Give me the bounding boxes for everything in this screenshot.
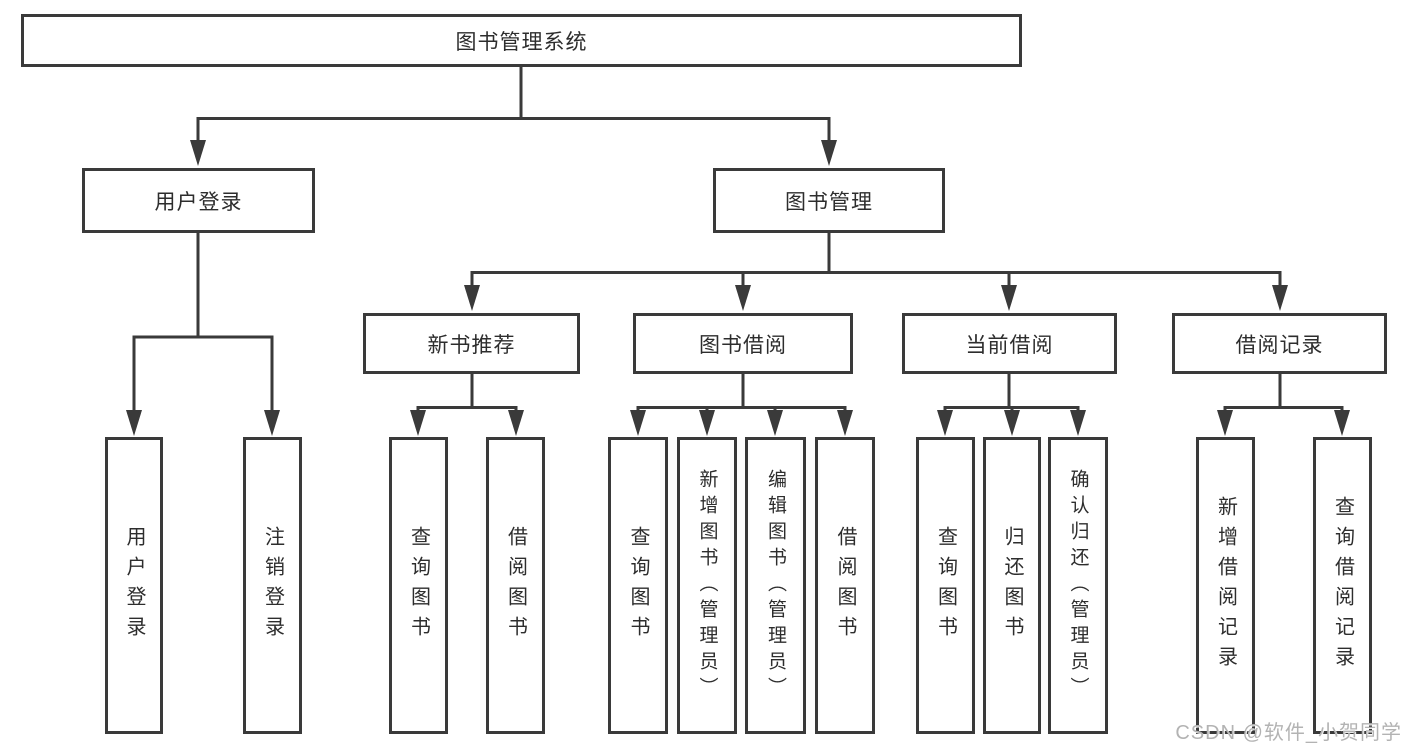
leaf-borrow-books-label: 借阅图书 [834, 525, 856, 646]
node-book-management-label: 图书管理 [785, 190, 873, 214]
node-library-system: 图书管理系统 [21, 14, 1022, 67]
leaf-edit-books-admin: 编辑图书（管理员） [745, 437, 806, 734]
leaf-borrow-books: 借阅图书 [815, 437, 875, 734]
node-book-borrowing-label: 图书借阅 [699, 333, 787, 357]
node-new-book-recommend: 新书推荐 [363, 313, 580, 374]
leaf-add-books-admin-label: 新增图书（管理员） [696, 468, 718, 703]
leaf-query-borrow-record-label: 查询借阅记录 [1331, 495, 1354, 676]
node-book-borrowing: 图书借阅 [633, 313, 853, 374]
leaf-return-books: 归还图书 [983, 437, 1041, 734]
leaf-return-books-label: 归还图书 [1001, 525, 1023, 646]
node-book-management: 图书管理 [713, 168, 945, 233]
leaf-query-borrow-record: 查询借阅记录 [1313, 437, 1372, 734]
leaf-logout-login-label: 注销登录 [261, 525, 284, 646]
leaf-query-books-borrowing: 查询图书 [608, 437, 668, 734]
node-borrowing-records-label: 借阅记录 [1235, 333, 1324, 357]
leaf-query-books-newbook-label: 查询图书 [407, 525, 430, 646]
leaf-user-login-label: 用户登录 [123, 525, 145, 646]
leaf-borrow-books-newbook-label: 借阅图书 [504, 525, 527, 646]
node-library-system-label: 图书管理系统 [455, 30, 588, 54]
leaf-confirm-return-admin-label: 确认归还（管理员） [1067, 468, 1089, 703]
leaf-add-borrow-record: 新增借阅记录 [1196, 437, 1255, 734]
leaf-query-books-borrowing-label: 查询图书 [627, 525, 649, 646]
leaf-edit-books-admin-label: 编辑图书（管理员） [765, 468, 786, 703]
node-current-borrowing: 当前借阅 [902, 313, 1117, 374]
node-user-login: 用户登录 [82, 168, 315, 233]
leaf-query-books-newbook: 查询图书 [389, 437, 448, 734]
leaf-add-books-admin: 新增图书（管理员） [677, 437, 737, 734]
leaf-query-books-current-label: 查询图书 [934, 525, 957, 646]
leaf-confirm-return-admin: 确认归还（管理员） [1048, 437, 1108, 734]
leaf-logout-login: 注销登录 [243, 437, 302, 734]
watermark-text: CSDN @软件_小贺同学 [1175, 722, 1402, 744]
leaf-add-borrow-record-label: 新增借阅记录 [1214, 495, 1237, 676]
node-new-book-recommend-label: 新书推荐 [427, 333, 516, 357]
node-borrowing-records: 借阅记录 [1172, 313, 1387, 374]
leaf-user-login: 用户登录 [105, 437, 163, 734]
node-user-login-label: 用户登录 [154, 190, 243, 214]
node-current-borrowing-label: 当前借阅 [965, 333, 1054, 357]
leaf-borrow-books-newbook: 借阅图书 [486, 437, 545, 734]
leaf-query-books-current: 查询图书 [916, 437, 975, 734]
